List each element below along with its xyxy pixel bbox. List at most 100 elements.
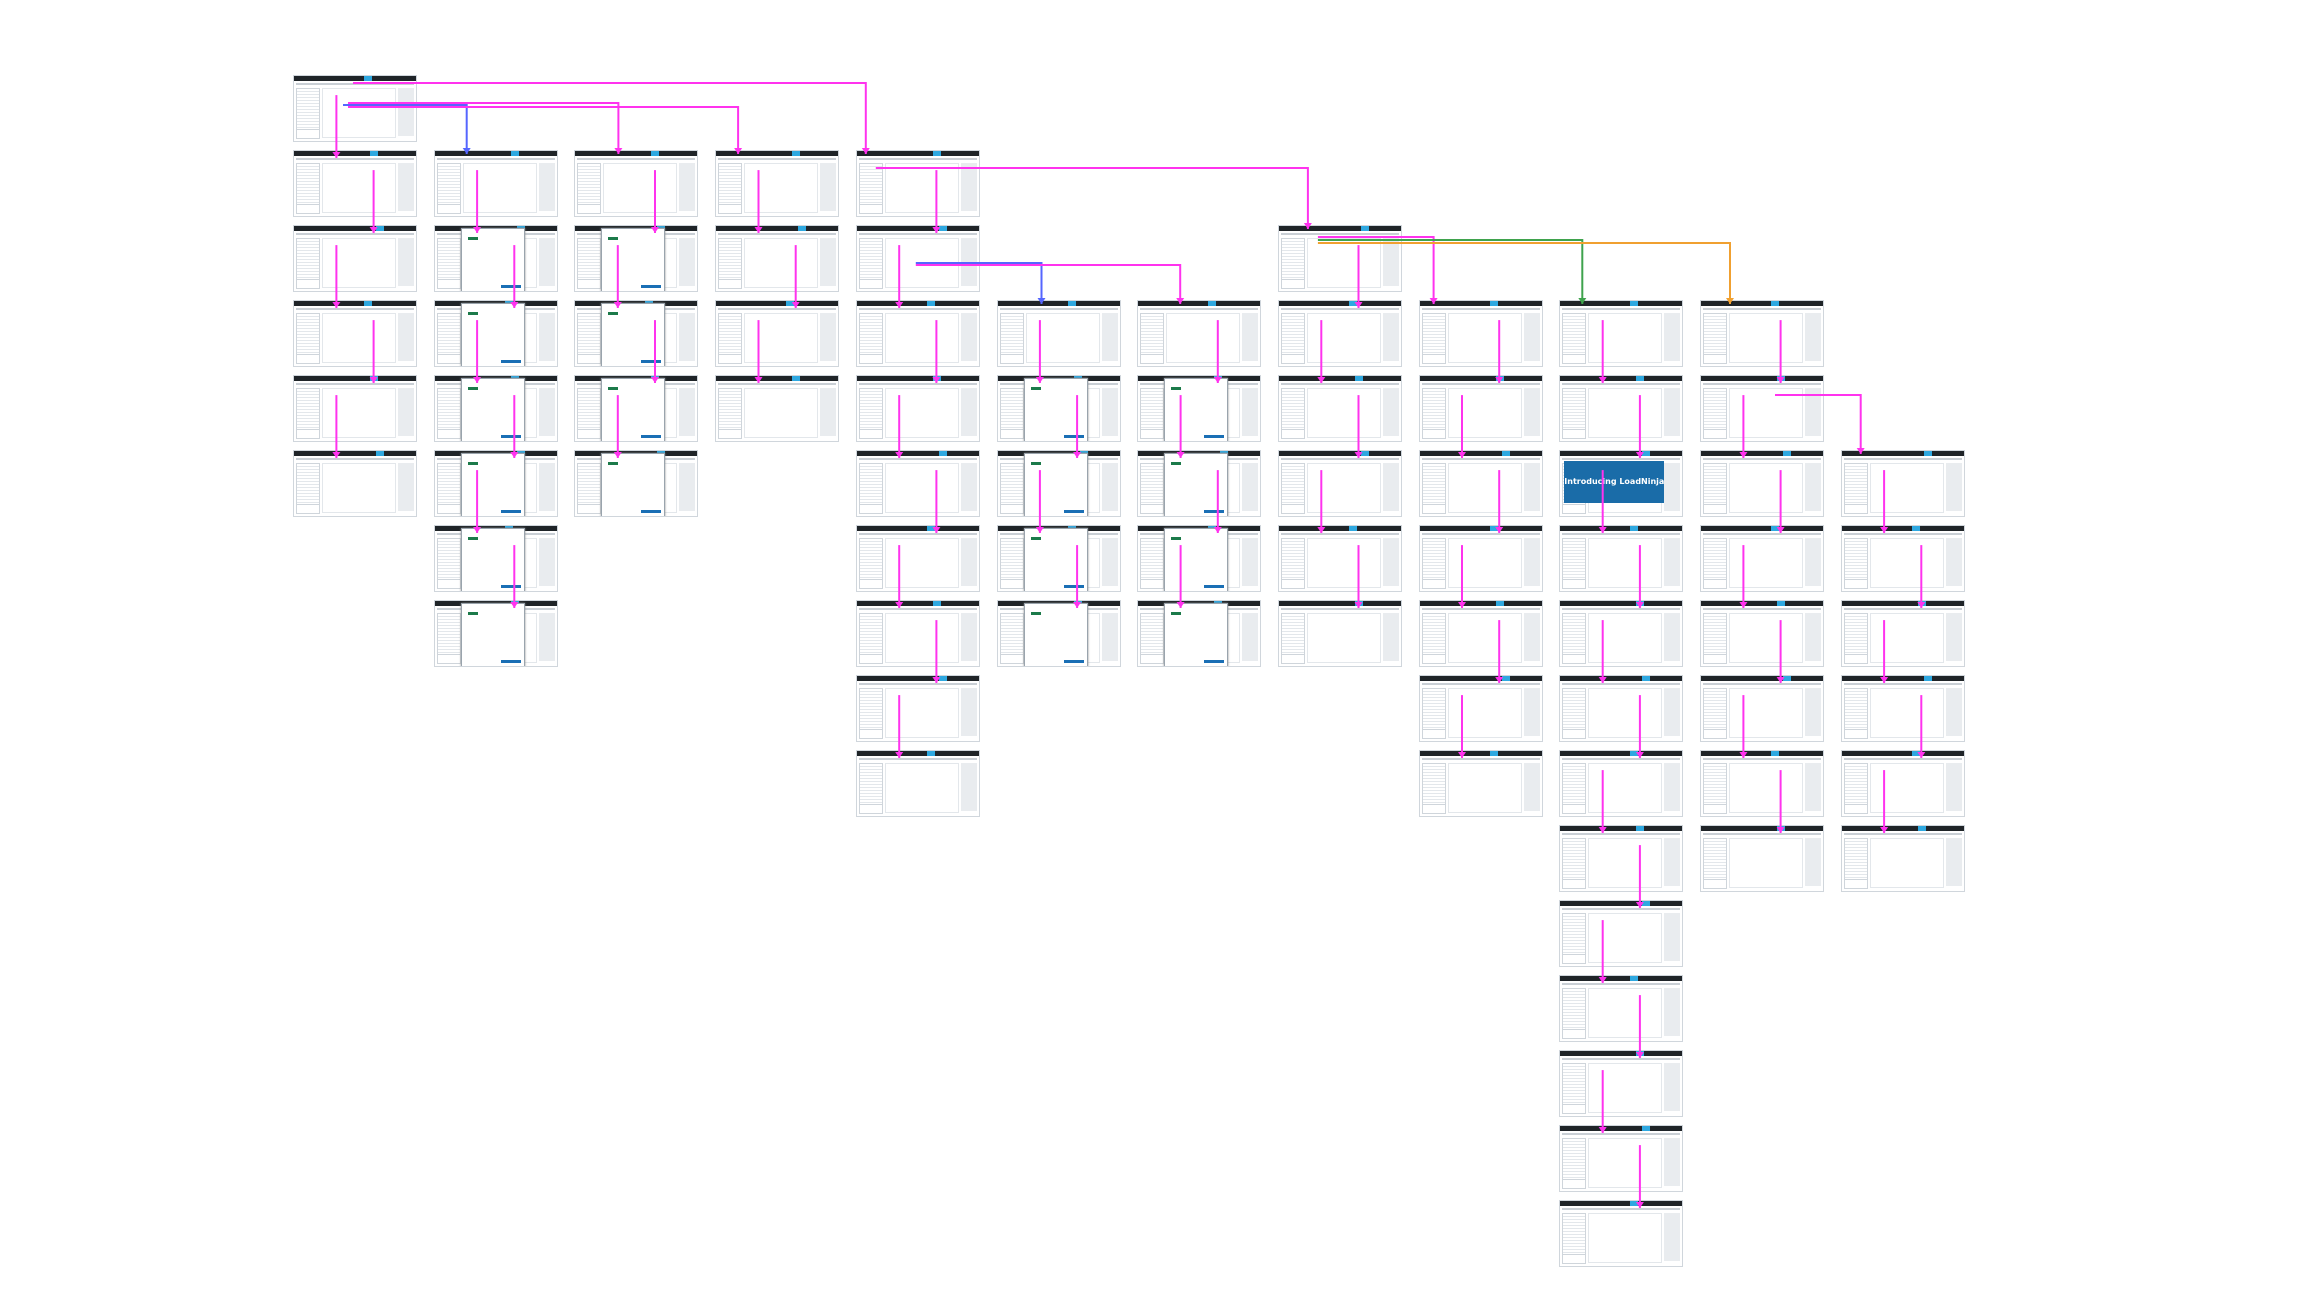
arrowhead-icon [1917, 602, 1926, 608]
arrowhead-icon [1880, 527, 1889, 533]
screenshot-thumbnail [433, 525, 558, 592]
screenshot-thumbnail [715, 300, 840, 367]
screenshot-thumbnail [1840, 675, 1965, 742]
screenshot-thumbnail [1137, 375, 1262, 442]
screenshot-thumbnail [855, 225, 980, 292]
branch-arrow [348, 106, 740, 154]
branch-arrow [343, 104, 468, 154]
arrowhead-icon [791, 302, 800, 308]
arrowhead-icon [1635, 752, 1644, 758]
screenshot-thumbnail [1700, 825, 1824, 892]
arrowhead-icon [895, 752, 904, 758]
arrowhead-icon [473, 527, 482, 533]
screenshot-thumbnail [855, 150, 980, 217]
screenshot-thumbnail [433, 375, 558, 442]
screenshot-thumbnail [1700, 525, 1824, 592]
screenshot-thumbnail [293, 225, 417, 292]
arrowhead-icon [734, 148, 743, 154]
arrowhead-icon [1073, 602, 1082, 608]
branch-arrow [915, 262, 1043, 304]
banner-title: Introducing LoadNinja [1564, 477, 1665, 486]
branch-arrow [353, 82, 867, 154]
screenshot-thumbnail [433, 150, 558, 217]
screenshot-thumbnail [996, 450, 1121, 517]
arrowhead-icon [473, 377, 482, 383]
screenshot-thumbnail [1840, 600, 1965, 667]
screenshot-thumbnail [433, 300, 558, 367]
screenshot-thumbnail [855, 525, 980, 592]
screenshot-thumbnail [574, 150, 699, 217]
arrowhead-icon [1176, 602, 1185, 608]
arrowhead-icon [651, 227, 659, 233]
arrowhead-icon [1776, 377, 1785, 383]
screenshot-thumbnail [1700, 450, 1824, 517]
screenshot-thumbnail [1418, 525, 1543, 592]
arrowhead-icon [1917, 752, 1926, 758]
arrowhead-icon [1739, 452, 1748, 458]
branch-arrow [348, 102, 620, 154]
screenshot-thumbnail [1559, 1050, 1684, 1117]
arrowhead-icon [1635, 1202, 1644, 1208]
screenshot-thumbnail [715, 225, 840, 292]
screenshot-thumbnail [1559, 1200, 1684, 1267]
screenshot-thumbnail [293, 450, 417, 517]
screenshot-thumbnail [1559, 975, 1684, 1042]
screenshot-thumbnail [1418, 675, 1543, 742]
screenshot-thumbnail [1277, 375, 1402, 442]
screenshot-thumbnail [293, 375, 417, 442]
arrowhead-icon [651, 377, 659, 383]
arrowhead-icon [1776, 527, 1785, 533]
screenshot-thumbnail [1559, 1125, 1684, 1192]
arrowhead-icon [1303, 223, 1312, 229]
screenshot-thumbnail [1137, 600, 1262, 667]
screenshot-thumbnail [574, 375, 699, 442]
arrowhead-icon [369, 377, 378, 383]
screenshot-thumbnail [996, 300, 1121, 367]
arrowhead-icon [1635, 452, 1644, 458]
screenshot-thumbnail [1418, 300, 1543, 367]
branch-arrow [1317, 242, 1731, 304]
arrowhead-icon [613, 302, 622, 308]
arrowhead-icon [1458, 752, 1466, 758]
screenshot-thumbnail [1137, 450, 1262, 517]
screenshot-thumbnail [1418, 750, 1543, 817]
arrowhead-icon [1880, 677, 1889, 683]
arrowhead-icon [1856, 448, 1865, 454]
arrowhead-icon [1495, 527, 1504, 533]
screenshot-thumbnail [1277, 525, 1402, 592]
arrowhead-icon [613, 452, 622, 458]
screenshot-thumbnail [1137, 525, 1262, 592]
arrowhead-icon [1354, 452, 1363, 458]
screenshot-thumbnail [1277, 450, 1402, 517]
screenshot-thumbnail [1418, 375, 1543, 442]
screenshot-thumbnail [1277, 300, 1402, 367]
arrowhead-icon [932, 677, 941, 683]
screenshot-thumbnail [855, 300, 980, 367]
arrowhead-icon [1776, 677, 1785, 683]
screenshot-thumbnail [1840, 525, 1965, 592]
arrowhead-icon [1598, 527, 1607, 533]
arrowhead-icon [462, 148, 471, 154]
screenshot-thumbnail [1559, 600, 1684, 667]
arrowhead-icon [1739, 602, 1748, 608]
screenshot-thumbnail [1700, 675, 1824, 742]
arrowhead-icon [1635, 602, 1644, 608]
screenshot-thumbnail [1559, 375, 1684, 442]
screenshot-thumbnail [1840, 450, 1965, 517]
arrowhead-icon [1726, 298, 1734, 304]
screenshot-thumbnail [574, 225, 699, 292]
screenshot-thumbnail [1700, 300, 1824, 367]
arrowhead-icon [1317, 377, 1326, 383]
arrowhead-icon [614, 148, 623, 154]
screenshot-thumbnail [715, 375, 840, 442]
arrowhead-icon [1635, 1052, 1644, 1058]
arrowhead-icon [510, 602, 519, 608]
branch-arrow [1317, 239, 1584, 304]
screenshot-thumbnail [1840, 825, 1965, 892]
arrowhead-icon [1176, 298, 1185, 304]
arrowhead-icon [1429, 298, 1438, 304]
branch-arrow [1775, 394, 1862, 454]
arrowhead-icon [1598, 977, 1607, 983]
arrowhead-icon [1495, 377, 1504, 383]
